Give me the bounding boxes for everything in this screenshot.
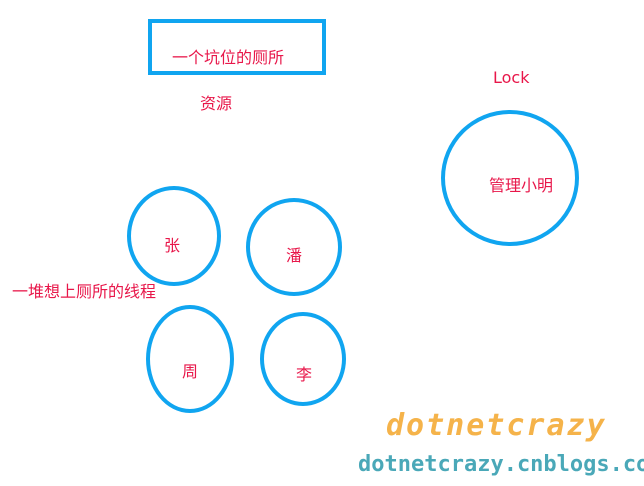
thread-circle-zhou: [146, 305, 234, 413]
threads-caption: 一堆想上厕所的线程: [12, 282, 157, 301]
thread-circle-li: [260, 312, 346, 406]
lock-circle: [441, 110, 579, 246]
resource-caption: 资源: [200, 94, 233, 113]
lock-holder-label: 管理小明: [489, 176, 554, 195]
resource-box: [148, 19, 326, 75]
thread-label-zhou: 周: [182, 362, 199, 381]
thread-label-li: 李: [296, 365, 313, 384]
thread-circle-zhang: [127, 186, 221, 286]
thread-label-zhang: 张: [164, 236, 181, 255]
watermark-site: dotnetcrazy.cnblogs.com: [358, 452, 644, 477]
watermark-title: dotnetcrazy: [386, 408, 607, 443]
lock-caption: Lock: [493, 68, 530, 87]
thread-circle-pan: [246, 198, 342, 296]
thread-label-pan: 潘: [286, 246, 303, 265]
resource-box-label: 一个坑位的厕所: [172, 48, 285, 67]
